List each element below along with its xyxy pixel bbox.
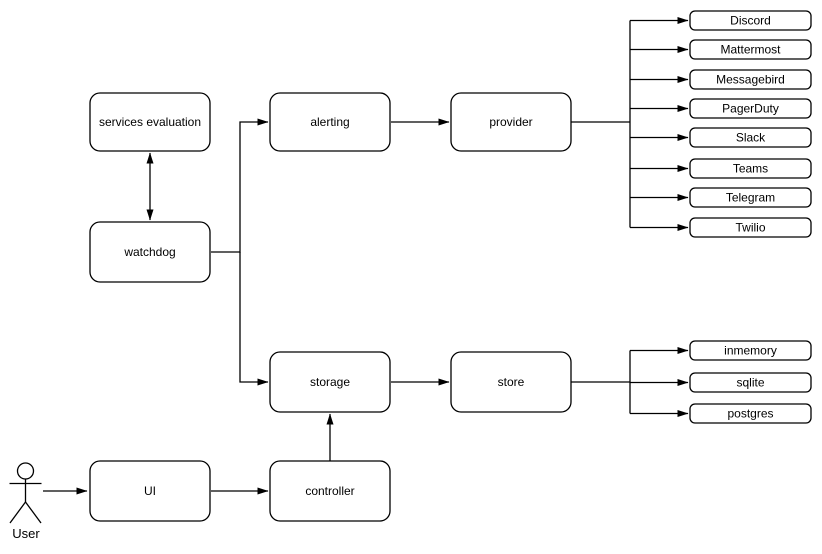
node-discord-label: Discord <box>730 14 771 28</box>
node-pagerduty: PagerDuty <box>689 98 812 119</box>
node-teams: Teams <box>689 158 812 179</box>
node-services-evaluation: services evaluation <box>89 92 211 152</box>
node-services-evaluation-label: services evaluation <box>99 115 201 129</box>
edges-layer <box>43 17 689 495</box>
node-messagebird-label: Messagebird <box>716 73 785 87</box>
node-twilio-box <box>689 217 812 238</box>
node-storage: storage <box>269 351 391 413</box>
node-discord: Discord <box>689 10 812 31</box>
node-sqlite-box <box>689 372 812 393</box>
node-postgres-box <box>689 403 812 424</box>
node-alerting-box <box>269 92 391 152</box>
node-alerting-label: alerting <box>310 115 349 129</box>
node-watchdog-box <box>89 221 211 283</box>
node-discord-box <box>689 10 812 31</box>
node-twilio: Twilio <box>689 217 812 238</box>
node-pagerduty-label: PagerDuty <box>722 102 779 116</box>
node-storage-box <box>269 351 391 413</box>
node-alerting: alerting <box>269 92 391 152</box>
node-sqlite: sqlite <box>689 372 812 393</box>
node-mattermost-label: Mattermost <box>720 43 781 57</box>
node-watchdog-label: watchdog <box>123 245 175 259</box>
node-provider-box <box>450 92 572 152</box>
node-pagerduty-box <box>689 98 812 119</box>
node-sqlite-label: sqlite <box>736 376 764 390</box>
node-telegram-label: Telegram <box>726 191 775 205</box>
node-ui-label: UI <box>144 484 156 498</box>
node-controller: controller <box>269 460 391 522</box>
node-teams-label: Teams <box>733 162 768 176</box>
node-watchdog: watchdog <box>89 221 211 283</box>
node-store-box <box>450 351 572 413</box>
node-slack: Slack <box>689 127 812 148</box>
node-ui: UI <box>89 460 211 522</box>
node-messagebird: Messagebird <box>689 69 812 90</box>
node-services-evaluation-box <box>89 92 211 152</box>
node-provider: provider <box>450 92 572 152</box>
node-controller-label: controller <box>305 484 354 498</box>
node-messagebird-box <box>689 69 812 90</box>
node-postgres: postgres <box>689 403 812 424</box>
node-twilio-label: Twilio <box>735 221 765 235</box>
node-inmemory-box <box>689 340 812 361</box>
edge-watchdog-storage <box>239 252 269 386</box>
node-store-label: store <box>498 375 525 389</box>
node-store: store <box>450 351 572 413</box>
node-storage-label: storage <box>310 375 350 389</box>
node-mattermost: Mattermost <box>689 39 812 60</box>
actor-right-leg <box>24 501 42 524</box>
edge-watchdog-alerting <box>211 118 269 253</box>
nodes-layer: services evaluation watchdog alerting provi… <box>89 10 812 522</box>
node-telegram: Telegram <box>689 187 812 208</box>
actor-head <box>16 462 35 480</box>
actor-left-leg <box>9 501 27 524</box>
node-ui-box <box>89 460 211 522</box>
node-controller-box <box>269 460 391 522</box>
actor-user: User <box>9 462 42 541</box>
node-inmemory: inmemory <box>689 340 812 361</box>
actor-label: User <box>12 526 40 541</box>
node-provider-label: provider <box>489 115 532 129</box>
actor-layer: User <box>9 462 42 541</box>
node-postgres-label: postgres <box>727 407 773 421</box>
node-inmemory-label: inmemory <box>724 344 777 358</box>
node-slack-box <box>689 127 812 148</box>
node-teams-box <box>689 158 812 179</box>
node-telegram-box <box>689 187 812 208</box>
node-mattermost-box <box>689 39 812 60</box>
node-slack-label: Slack <box>736 131 766 145</box>
